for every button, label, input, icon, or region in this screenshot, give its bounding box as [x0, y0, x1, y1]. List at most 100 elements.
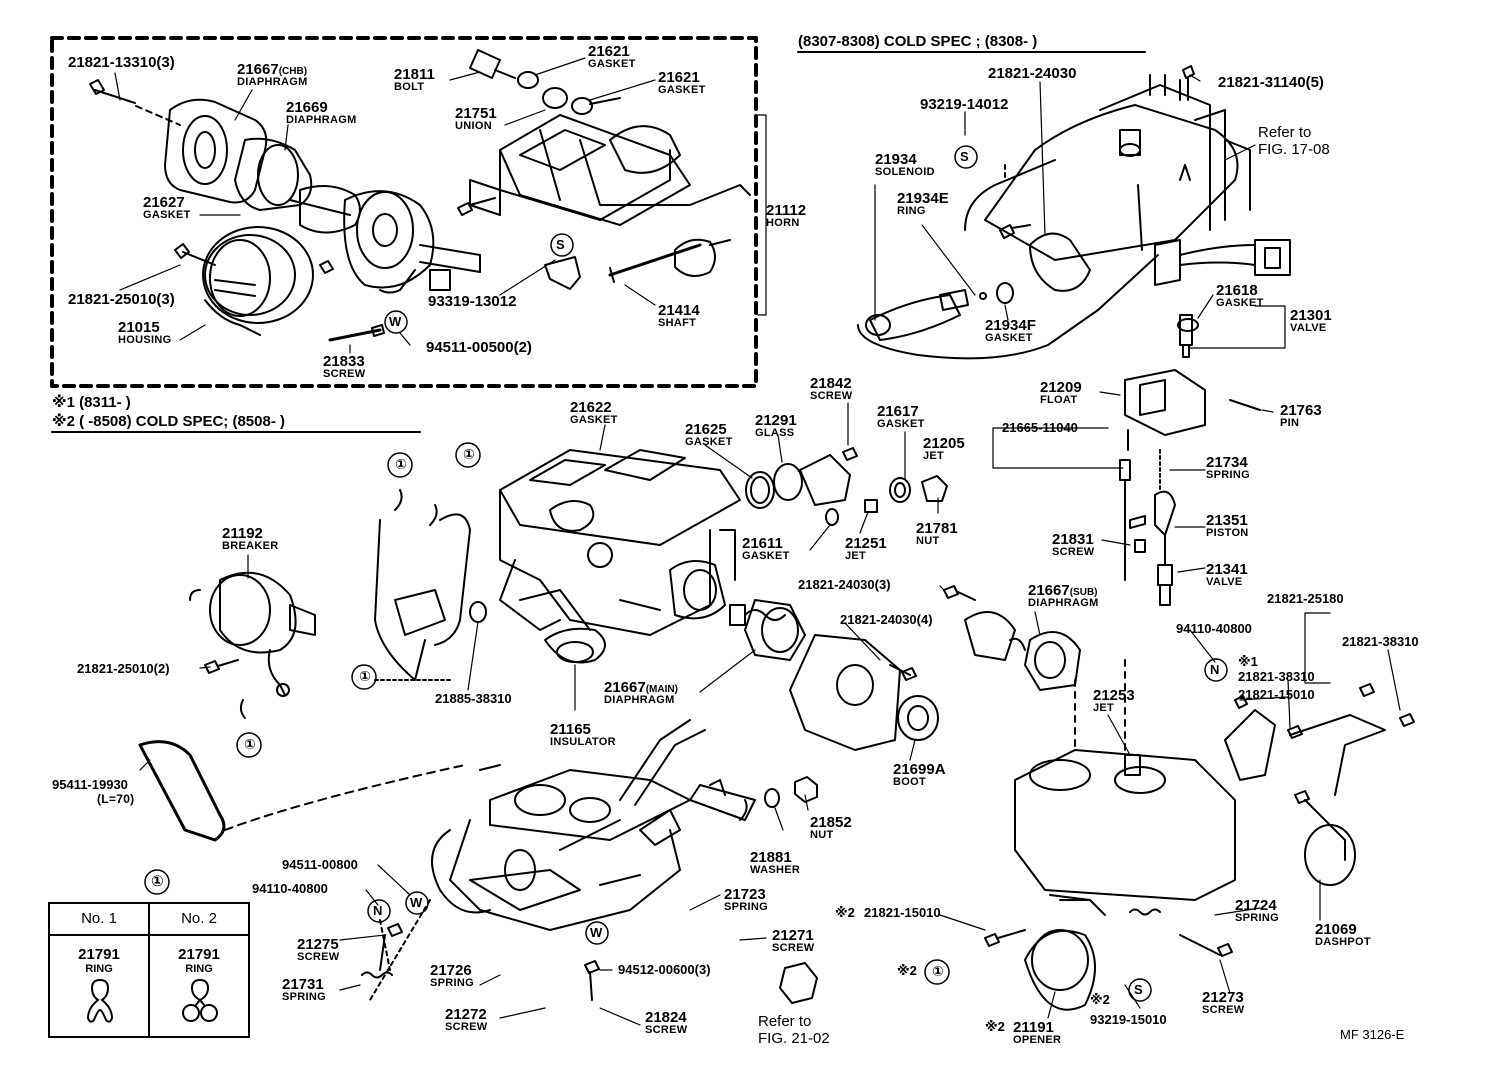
- legend-col2-header: No. 2: [150, 904, 248, 936]
- asterisk-2-marker-d: ※2: [897, 963, 917, 978]
- part-label-p46: 21821-24030(4): [840, 612, 933, 627]
- legend-col1-header: No. 1: [50, 904, 150, 936]
- part-label-p45: 21821-24030(3): [798, 577, 891, 592]
- ring-marker-1: ①: [395, 456, 407, 472]
- ring-type-2-icon: [182, 978, 218, 1022]
- ring-type-1-icon: [86, 978, 114, 1023]
- legend-col1-num: 21791: [78, 946, 120, 963]
- throttle-body-art: [138, 719, 818, 1004]
- w-marker-1: W: [389, 314, 402, 329]
- base-dashpot-opener-art: [984, 659, 1415, 1011]
- part-label-p55: 95411-19930(L=70): [52, 777, 135, 806]
- note-2: ※2 ( -8508) COLD SPEC; (8508- ): [52, 413, 285, 430]
- part-label-p54: 21821-15010: [1238, 687, 1315, 702]
- part-label-p14: 93319-13012: [428, 293, 517, 310]
- asterisk-2-marker-b: ※2: [1090, 992, 1110, 1007]
- w-marker-2: W: [410, 895, 423, 910]
- part-label-p18: 93219-14012: [920, 96, 1009, 113]
- legend-col1-desc: RING: [85, 963, 113, 975]
- part-label-p41: 21821-25010(2): [77, 661, 170, 676]
- s-marker-1: S: [960, 149, 969, 164]
- ring-marker-5: ①: [932, 963, 944, 979]
- legend-col2-num: 21791: [178, 946, 220, 963]
- asterisk-2-marker-c: ※2: [985, 1019, 1005, 1034]
- diaphragm-housing-art: [89, 79, 481, 342]
- n-marker-1: N: [373, 903, 383, 918]
- gaskets-middle-art: [745, 429, 1176, 606]
- part-label-p50: 94110-40800: [1176, 621, 1252, 636]
- part-label-p59: 94110-40800: [252, 881, 328, 896]
- legend-col2-body: 21791 RING: [150, 936, 248, 1036]
- asterisk-2-marker-a: ※2: [835, 905, 855, 920]
- part-label-p17: 21821-31140(5): [1218, 74, 1324, 91]
- asterisk-1-marker: ※1: [1238, 654, 1258, 669]
- s-marker-3: S: [1134, 982, 1143, 997]
- part-label-p58: 94511-00800: [282, 857, 358, 872]
- s-marker-2: S: [556, 237, 565, 252]
- part-label-p68: 21821-15010: [864, 905, 941, 920]
- leader-lines: [114, 57, 1401, 1026]
- ring-marker-3: ①: [359, 668, 371, 684]
- circle-markers: [144, 145, 1228, 1002]
- legend-marker: ①: [151, 873, 164, 890]
- part-label-p53: 21821-38310: [1238, 669, 1315, 684]
- part-label-p32: 21665-11040: [1002, 420, 1078, 435]
- ring-legend-table: No. 1 No. 2 21791 RING 21791 RING: [48, 902, 250, 1038]
- part-label-p5: 21821-25010(3): [68, 291, 175, 308]
- part-label-p65: 94512-00600(3): [618, 962, 711, 977]
- part-label-p1: 21821-13310(3): [68, 54, 175, 71]
- part-label-p2: 21667(CHB)DIAPHRAGM: [237, 61, 308, 88]
- part-label-p47: 21667(SUB)DIAPHRAGM: [1028, 582, 1099, 609]
- ring-marker-2: ①: [463, 446, 475, 462]
- legend-col1-body: 21791 RING: [50, 936, 150, 1036]
- part-label-p51: 21821-25180: [1267, 591, 1344, 606]
- n-marker-2: N: [1210, 662, 1220, 677]
- part-label-p72: 93219-15010: [1090, 1012, 1167, 1027]
- part-label-p16: 21821-24030: [988, 65, 1077, 82]
- horn-art: [457, 49, 751, 290]
- cold-spec-header: (8307-8308) COLD SPEC ; (8308- ): [798, 33, 1038, 50]
- breaker-linkage-art: [189, 489, 487, 719]
- horn-assembly-box: [50, 36, 758, 388]
- note-1: ※1 (8311- ): [52, 394, 131, 411]
